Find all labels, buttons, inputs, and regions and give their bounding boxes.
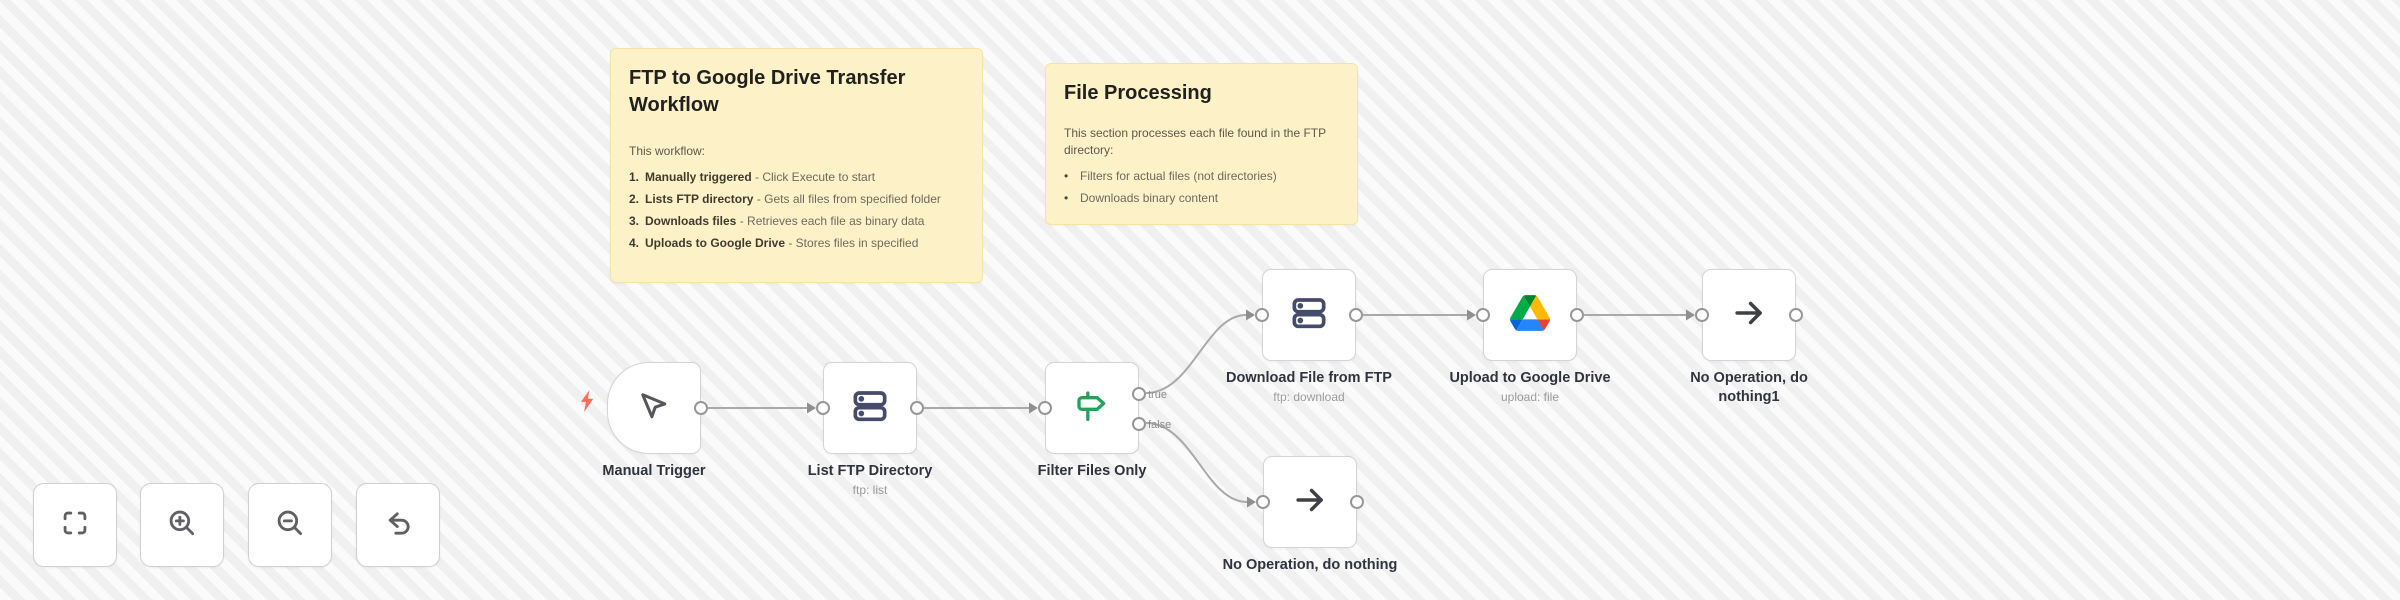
mouse-pointer-icon xyxy=(636,388,672,429)
connection-filter-false-noop[interactable] xyxy=(1145,422,1248,503)
branch-label-true: true xyxy=(1148,389,1167,401)
node-subtitle: ftp: list xyxy=(852,483,888,497)
node-download-file-from-ftp[interactable]: Download File from FTP ftp: download xyxy=(1226,269,1392,404)
output-port-false[interactable] xyxy=(1132,417,1146,431)
zoom-in-button[interactable] xyxy=(140,483,224,567)
node-no-operation[interactable]: No Operation, do nothing xyxy=(1223,456,1397,573)
arrowhead-icon xyxy=(1247,496,1256,508)
output-port[interactable] xyxy=(694,401,708,415)
input-port[interactable] xyxy=(1476,308,1490,322)
signpost-icon xyxy=(1072,386,1112,431)
google-drive-icon xyxy=(1510,294,1550,336)
node-label: No Operation, do nothing1 xyxy=(1690,370,1808,405)
output-port[interactable] xyxy=(910,401,924,415)
undo-button[interactable] xyxy=(356,483,440,567)
output-port[interactable] xyxy=(1349,308,1363,322)
server-icon xyxy=(1289,293,1329,338)
server-icon xyxy=(850,386,890,431)
output-port[interactable] xyxy=(1350,495,1364,509)
output-port[interactable] xyxy=(1570,308,1584,322)
bullet-icon: • xyxy=(1064,169,1069,183)
sticky-title: File Processing xyxy=(1064,82,1212,104)
sticky-title: FTP to Google Drive Transfer Workflow xyxy=(629,67,906,116)
arrowhead-icon xyxy=(807,402,816,414)
zoom-in-icon xyxy=(165,506,199,545)
sticky-list: • Filters for actual files (not director… xyxy=(1064,168,1339,206)
list-item: 4. Uploads to Google Drive - Stores file… xyxy=(629,236,919,250)
list-item: • Downloads binary content xyxy=(1064,191,1219,205)
arrow-right-icon xyxy=(1730,294,1768,337)
node-manual-trigger[interactable]: Manual Trigger xyxy=(580,362,708,479)
arrow-right-icon xyxy=(1291,481,1329,524)
sticky-note-file-processing[interactable]: File Processing This section processes e… xyxy=(1045,63,1358,225)
node-label: List FTP Directory xyxy=(807,463,933,479)
arrowhead-icon xyxy=(1686,309,1695,321)
node-no-operation-1[interactable]: No Operation, do nothing1 xyxy=(1690,269,1808,405)
output-port[interactable] xyxy=(1789,308,1803,322)
zoom-out-button[interactable] xyxy=(248,483,332,567)
fit-view-icon xyxy=(58,506,92,545)
input-port[interactable] xyxy=(1038,401,1052,415)
node-label: Filter Files Only xyxy=(1037,463,1147,479)
node-label: Manual Trigger xyxy=(602,463,706,479)
node-label: Download File from FTP xyxy=(1226,370,1392,386)
input-port[interactable] xyxy=(816,401,830,415)
branch-label-false: false xyxy=(1148,419,1172,431)
sticky-list: 1. Manually triggered - Click Execute to… xyxy=(629,169,964,251)
node-subtitle: upload: file xyxy=(1500,390,1560,404)
list-item: 3. Downloads files - Retrieves each file… xyxy=(629,214,925,228)
trigger-bolt-icon xyxy=(579,390,595,417)
arrowhead-icon xyxy=(1246,309,1255,321)
node-label: Upload to Google Drive xyxy=(1449,370,1611,386)
node-upload-to-google-drive[interactable]: Upload to Google Drive upload: file xyxy=(1449,269,1611,404)
node-filter-files-only[interactable]: true false Filter Files Only xyxy=(1038,362,1171,479)
list-item: • Filters for actual files (not director… xyxy=(1064,169,1277,183)
sticky-intro: This workflow: xyxy=(629,144,706,158)
arrowhead-icon xyxy=(1467,309,1476,321)
input-port[interactable] xyxy=(1255,308,1269,322)
sticky-note-workflow-overview[interactable]: FTP to Google Drive Transfer Workflow Th… xyxy=(610,48,983,283)
undo-icon xyxy=(381,506,415,545)
input-port[interactable] xyxy=(1256,495,1270,509)
arrowhead-icon xyxy=(1029,402,1038,414)
bullet-icon: • xyxy=(1064,191,1069,205)
list-item: 2. Lists FTP directory - Gets all files … xyxy=(629,192,941,206)
sticky-intro: This section processes each file found i… xyxy=(1064,126,1326,157)
input-port[interactable] xyxy=(1695,308,1709,322)
node-label: No Operation, do nothing xyxy=(1222,557,1398,573)
zoom-out-icon xyxy=(273,506,307,545)
output-port-true[interactable] xyxy=(1132,387,1146,401)
list-item: 1. Manually triggered - Click Execute to… xyxy=(629,170,876,184)
node-list-ftp-directory[interactable]: List FTP Directory ftp: list xyxy=(808,362,932,497)
node-subtitle: ftp: download xyxy=(1273,390,1345,404)
fit-view-button[interactable] xyxy=(33,483,117,567)
